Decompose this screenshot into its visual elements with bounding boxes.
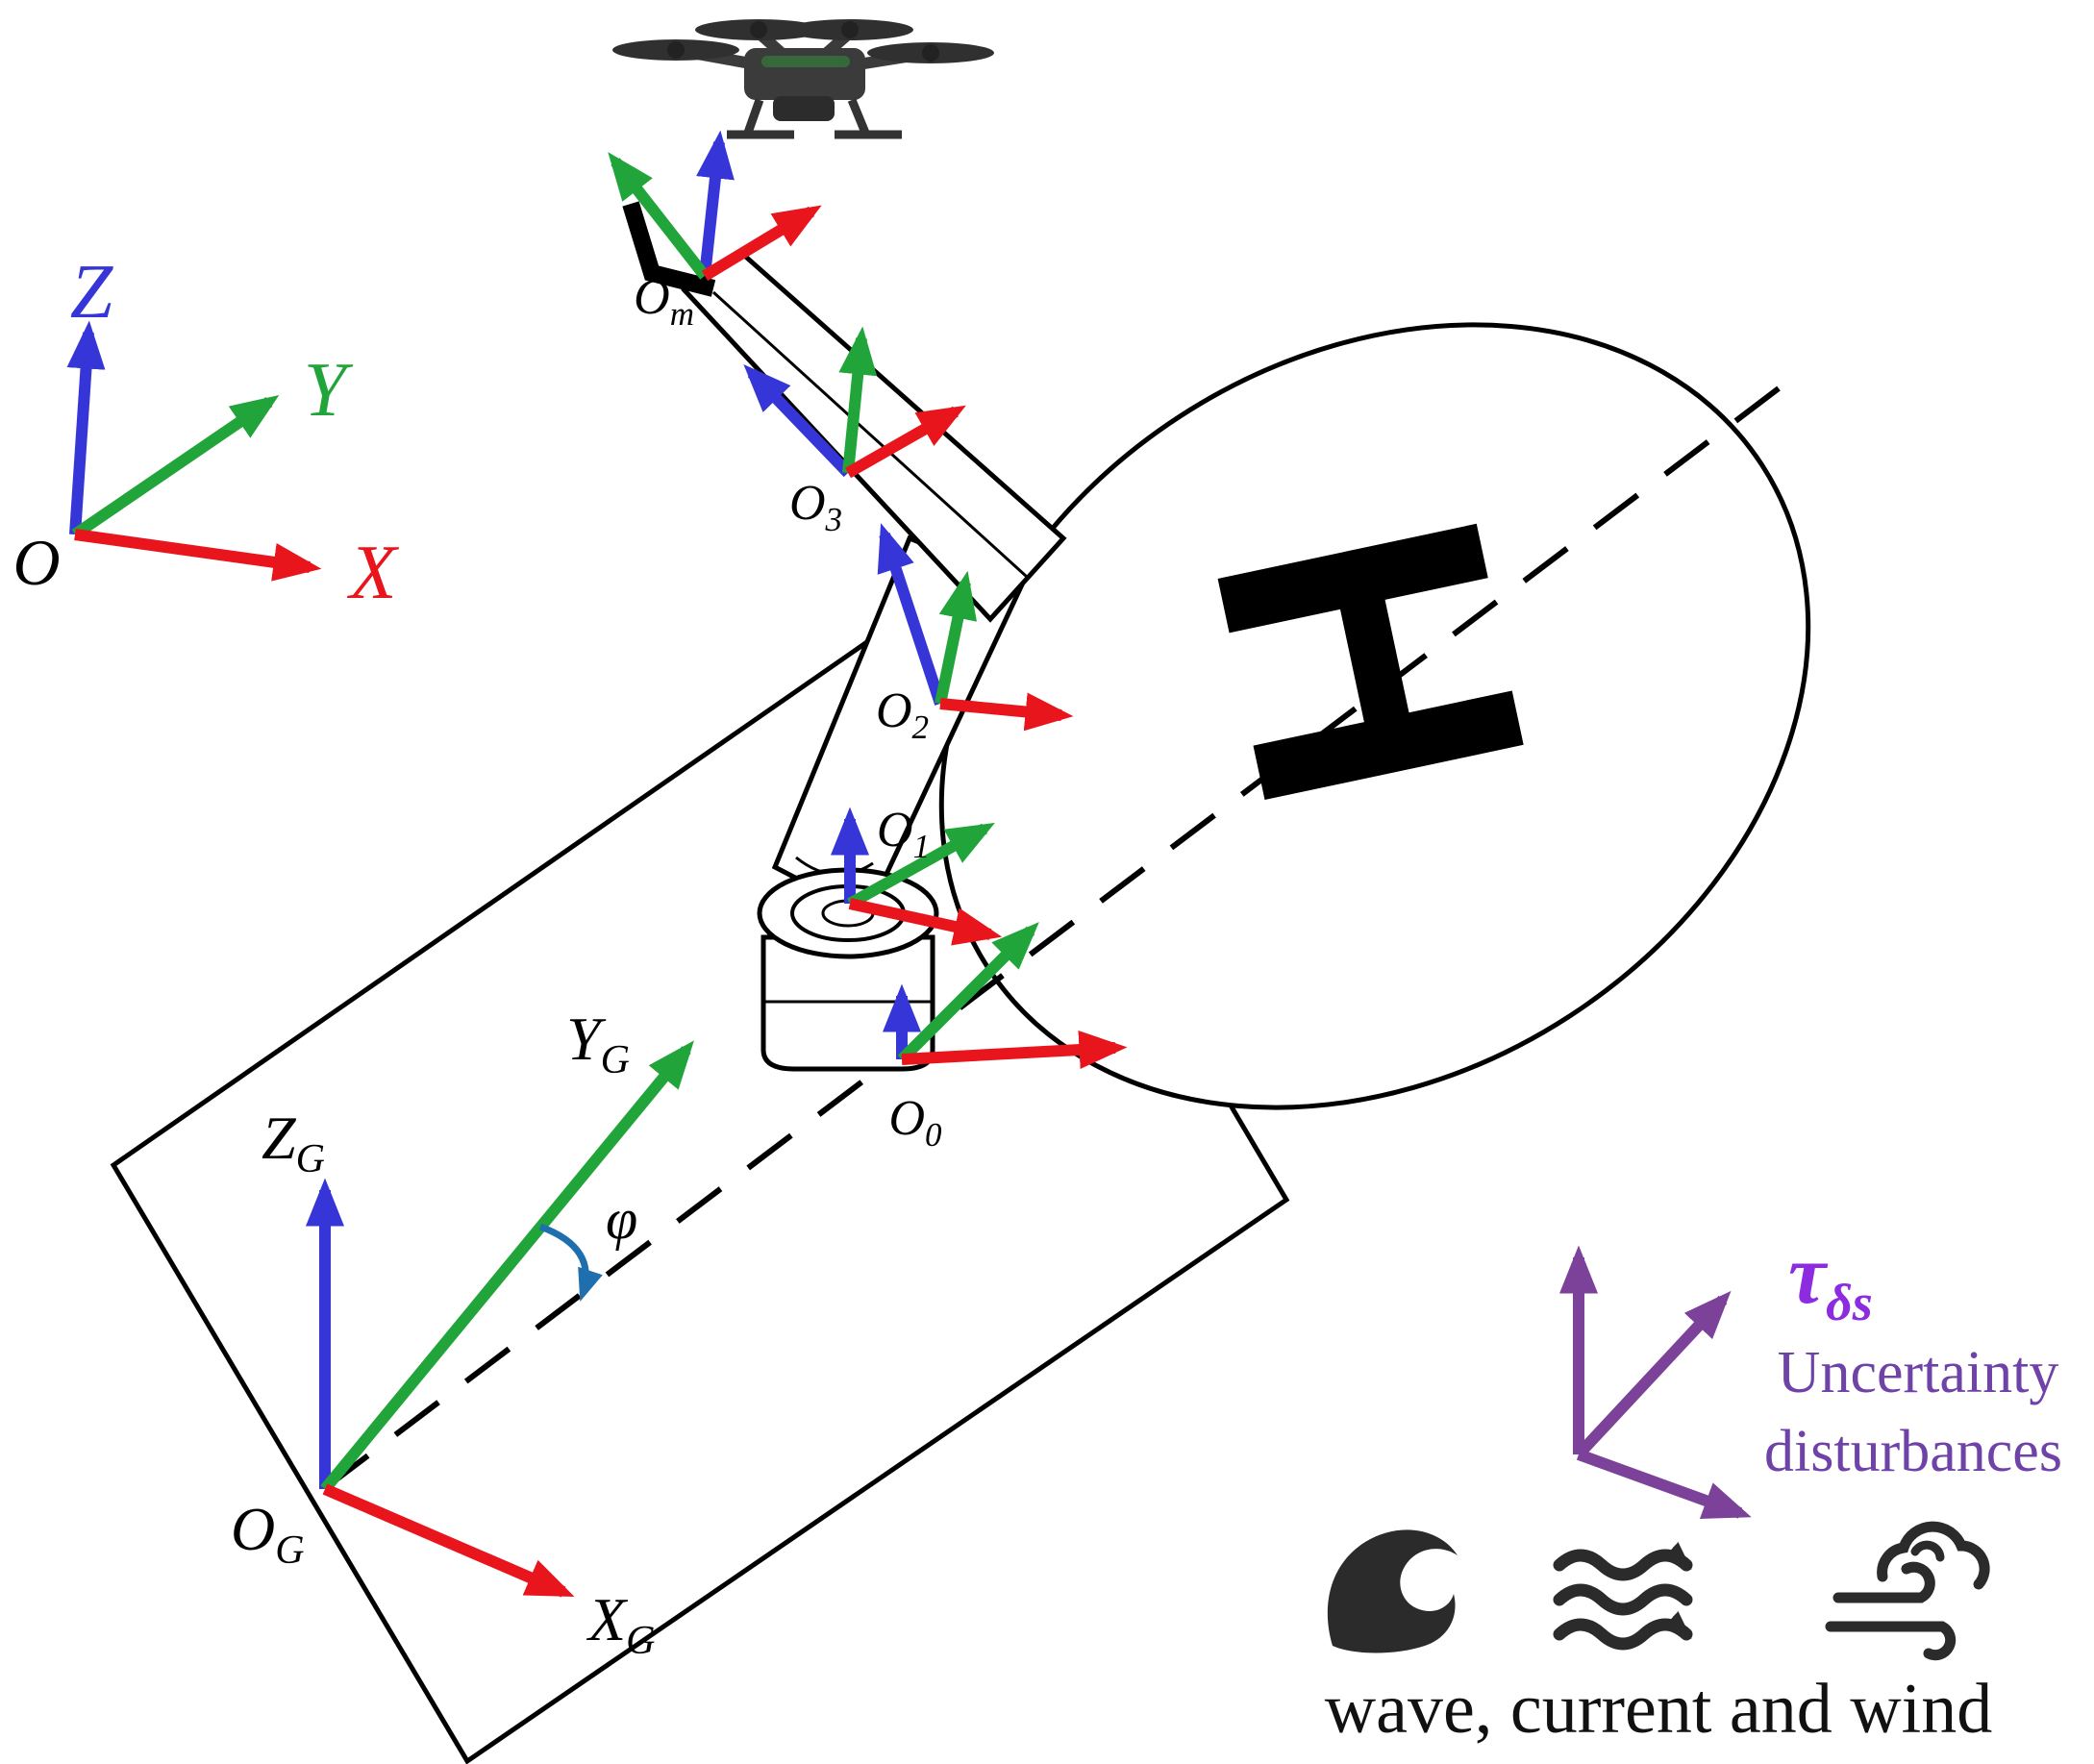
manipulator-base <box>757 867 939 1072</box>
heading-angle-label: φ <box>606 1187 637 1251</box>
disturbance-arrows: τδs Uncertainty disturbances <box>1559 1229 2062 1520</box>
o3-z-axis-arrow <box>743 363 853 478</box>
o0-x-axis-arrow <box>901 1031 1128 1069</box>
world-z-label: Z <box>70 250 114 335</box>
world-origin-label: O <box>12 526 60 599</box>
end-effector-gripper <box>622 201 716 297</box>
manipulator-upper-link <box>681 248 1067 623</box>
o0-label: O0 <box>888 1091 942 1154</box>
world-x-axis-arrow <box>74 529 322 582</box>
o3-label: O3 <box>789 476 842 538</box>
world-x-label: X <box>347 531 400 615</box>
wind-icon <box>1825 1521 1990 1661</box>
deck-y-label: YG <box>566 1005 630 1082</box>
deck-y-axis-arrow <box>320 1040 694 1493</box>
world-frame: Z Y X O <box>12 250 399 615</box>
current-icon <box>1553 1541 1693 1651</box>
deck-x-label: XG <box>586 1585 655 1663</box>
world-z-axis-arrow <box>66 320 106 535</box>
deck-centerline-dashed <box>323 380 1788 1491</box>
om-x-axis-arrow <box>701 205 822 282</box>
o2-label: O2 <box>876 683 929 746</box>
o2-z-axis-arrow <box>877 523 946 706</box>
o2-x-axis-arrow <box>939 692 1074 732</box>
frame-o0: O0 <box>883 922 1128 1154</box>
uncertainty-text-line1: Uncertainty <box>1778 1340 2059 1405</box>
tau-label: τδs <box>1788 1229 1873 1331</box>
world-y-axis-arrow <box>71 394 280 539</box>
o1-label: O1 <box>877 803 930 865</box>
uncertainty-text-line2: disturbances <box>1764 1419 2062 1484</box>
o3-y-axis-arrow <box>838 326 878 474</box>
disturbance-arrow-low <box>1576 1449 1752 1520</box>
deck-origin-label: OG <box>231 1495 305 1573</box>
heading-angle-arc <box>538 1223 603 1303</box>
disturbance-arrow-diagonal <box>1574 1290 1732 1459</box>
deck-x-axis-arrow <box>322 1483 575 1598</box>
environment-caption: wave, current and wind <box>1325 1670 1993 1749</box>
world-y-label: Y <box>304 348 354 433</box>
deck-frame: ZG YG XG OG φ <box>231 1005 694 1663</box>
deck-z-label: ZG <box>262 1104 325 1181</box>
om-z-axis-arrow <box>696 130 735 277</box>
o1-y-axis-arrow <box>847 822 995 909</box>
frame-o2: O2 <box>876 523 1074 746</box>
om-label: Om <box>634 270 694 333</box>
o0-y-axis-arrow <box>897 922 1039 1064</box>
wave-icon <box>1327 1529 1458 1653</box>
frame-om: Om <box>608 130 822 333</box>
o1-x-axis-arrow <box>848 898 1003 946</box>
drone-image <box>612 19 994 139</box>
om-y-axis-arrow <box>608 152 710 280</box>
drone-landing-skids <box>727 98 902 139</box>
o2-y-axis-arrow <box>935 570 978 706</box>
frame-o3: O3 <box>743 326 966 538</box>
frame-o1: O1 <box>831 803 1003 946</box>
o3-x-axis-arrow <box>845 405 966 479</box>
